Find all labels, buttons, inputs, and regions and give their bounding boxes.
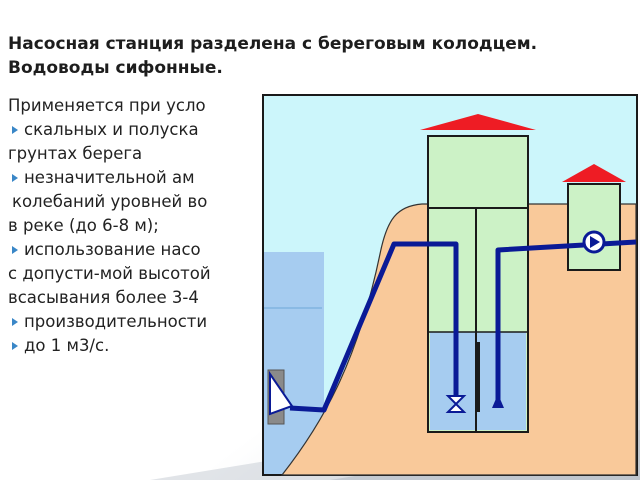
- bullet-text: до 1 м3/с.: [24, 336, 110, 355]
- intro-text: Применяется при усло: [8, 96, 206, 115]
- bullet-text-cont: грунтах берега: [8, 144, 143, 163]
- bullet-text: скальных и полуска: [24, 120, 199, 139]
- intake-funnel: [269, 370, 294, 416]
- bullet-icon: [12, 246, 18, 254]
- bullet-icon: [12, 342, 18, 350]
- pump-arrow: [590, 236, 600, 248]
- bullet-text: использование насо: [24, 240, 201, 259]
- bullet-text-cont: в реке (до 6-8 м);: [8, 216, 159, 235]
- bullet-text-cont: всасывания более 3-4: [8, 288, 199, 307]
- well-gauge: [475, 342, 480, 412]
- bullet-text-cont: с допусти-мой высотой: [8, 264, 211, 283]
- suction-inlet: [492, 394, 504, 408]
- well-roof: [420, 114, 536, 130]
- bullet-text-cont: колебаний уровней во: [12, 192, 208, 211]
- bullet-icon: [12, 318, 18, 326]
- pump-house-roof: [562, 164, 626, 182]
- pumping-station-diagram: [262, 94, 638, 476]
- bullet-icon: [12, 174, 18, 182]
- bullet-text: производительности: [24, 312, 208, 331]
- bullet-text: незначительной ам: [24, 168, 195, 187]
- siphon-pipe: [289, 241, 459, 413]
- bullet-icon: [12, 126, 18, 134]
- valve-icon: [445, 395, 467, 413]
- pump-house: [567, 183, 621, 271]
- slide-title: Насосная станция разделена с береговым к…: [8, 34, 538, 78]
